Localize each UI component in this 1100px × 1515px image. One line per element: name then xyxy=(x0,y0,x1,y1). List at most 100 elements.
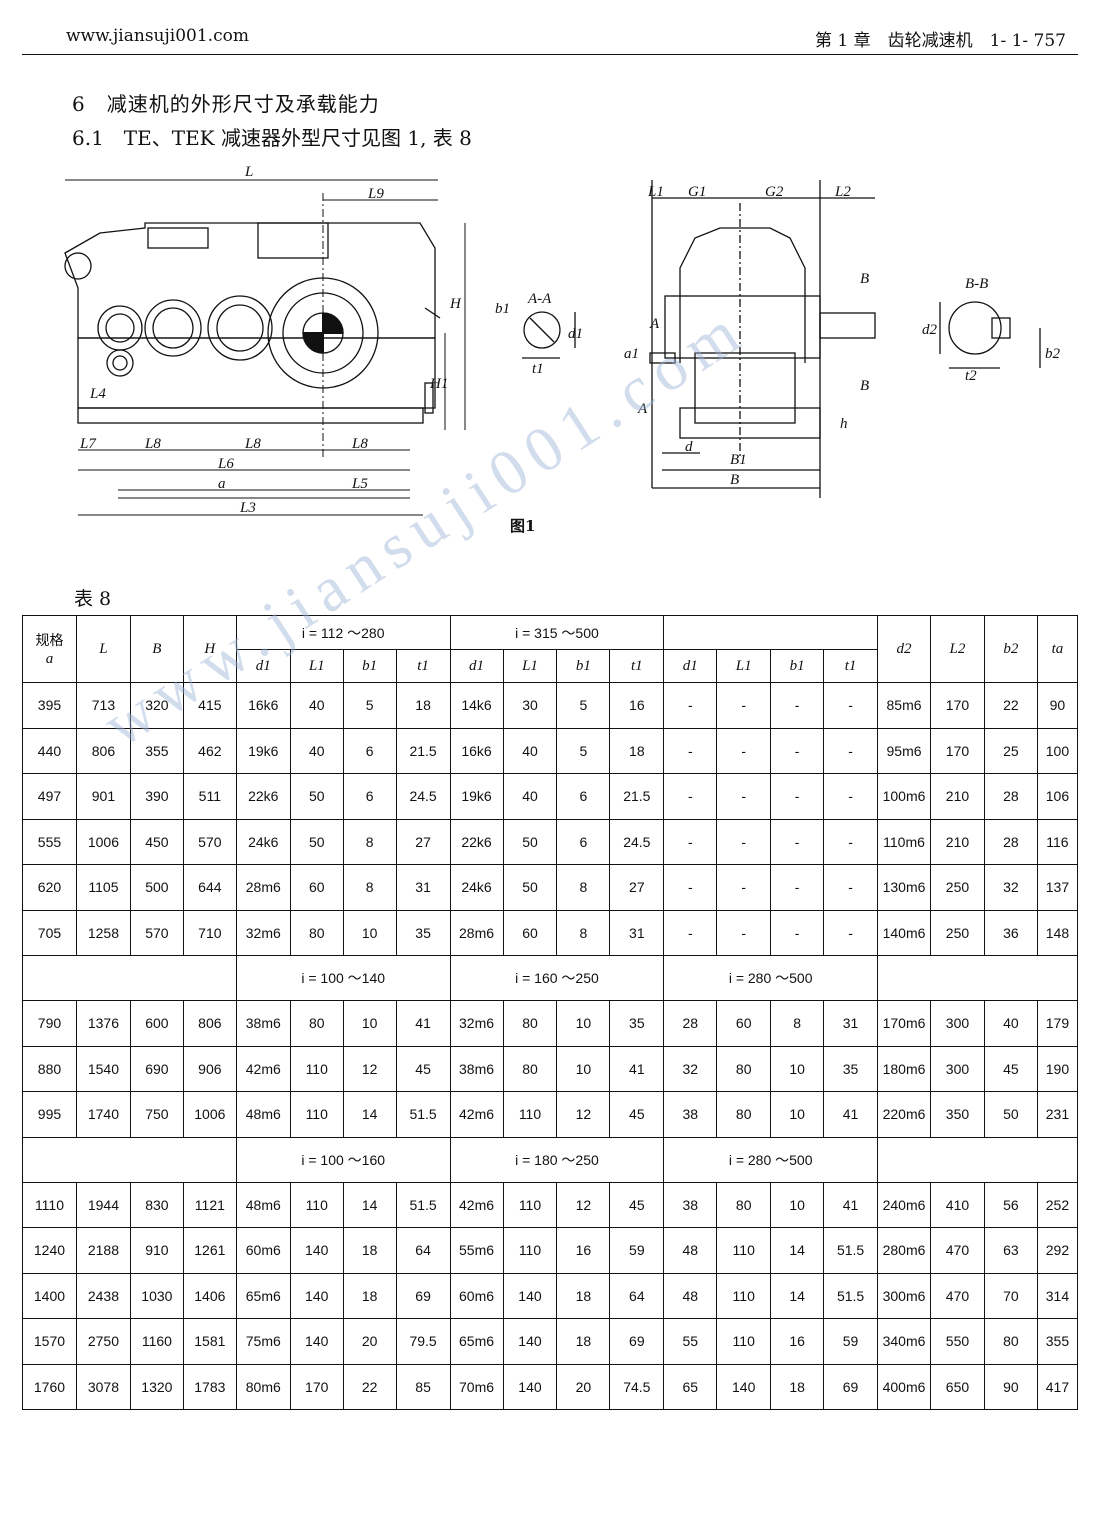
table-cell: 110 xyxy=(289,1091,344,1138)
table-cell: 60 xyxy=(716,1000,772,1047)
table-cell: 60m6 xyxy=(235,1227,291,1274)
table-cell: 14 xyxy=(770,1227,825,1274)
table-cell: 450 xyxy=(129,818,184,865)
table-cell: 30 xyxy=(502,682,558,729)
subheader-d1: d1 xyxy=(663,649,718,683)
table-cell: 85m6 xyxy=(877,682,931,729)
table-cell: 116 xyxy=(1036,818,1079,865)
side-view xyxy=(649,180,876,498)
table-cell: 300m6 xyxy=(877,1272,931,1319)
header-range2: i = 315 ～500 xyxy=(449,615,665,650)
table-cell: 705 xyxy=(22,909,77,956)
table-cell: 80 xyxy=(983,1318,1038,1365)
table-cell: 790 xyxy=(22,1000,77,1047)
table-cell: 901 xyxy=(75,773,131,820)
table-cell: 140 xyxy=(502,1318,558,1365)
table-cell: 400m6 xyxy=(877,1363,931,1410)
table-cell: 137 xyxy=(1036,864,1079,911)
dim-b2: b2 xyxy=(1045,346,1061,362)
table-cell: 5 xyxy=(556,682,611,729)
table-cell: 10 xyxy=(770,1091,825,1138)
figure-labels: L L9 H H1 L4 L7 L8 L8 L8 L6 a L5 L3 A-A … xyxy=(79,164,1061,516)
table-cell: 12 xyxy=(556,1181,611,1228)
table-cell: 14k6 xyxy=(449,682,504,729)
header-L: L xyxy=(75,615,131,683)
header-H: H xyxy=(182,615,237,683)
table-cell: 300 xyxy=(930,1000,985,1047)
table-cell: 50 xyxy=(502,818,558,865)
table-cell: 252 xyxy=(1036,1181,1079,1228)
table-cell: 40 xyxy=(289,682,344,729)
table-cell: 10 xyxy=(770,1181,825,1228)
table-cell: 90 xyxy=(1036,682,1079,729)
table-cell: 5 xyxy=(342,682,397,729)
label-BB: B-B xyxy=(965,276,988,292)
table-cell: 395 xyxy=(22,682,77,729)
front-view xyxy=(64,222,441,424)
table-cell: 24.5 xyxy=(609,818,665,865)
table-cell: 35 xyxy=(395,909,451,956)
table-cell: - xyxy=(716,727,772,774)
table-cell: 69 xyxy=(823,1363,879,1410)
table-cell: 240m6 xyxy=(877,1181,931,1228)
table-cell: 600 xyxy=(129,1000,184,1047)
table-cell: 65m6 xyxy=(235,1272,291,1319)
table-cell: 292 xyxy=(1036,1227,1079,1274)
table-cell: 906 xyxy=(182,1045,237,1092)
table-cell: 41 xyxy=(823,1091,879,1138)
dim-L6: L6 xyxy=(217,456,234,472)
table-cell: 1400 xyxy=(22,1272,77,1319)
table-cell: 60 xyxy=(502,909,558,956)
table-cell: 55m6 xyxy=(449,1227,504,1274)
dim-L8-c: L8 xyxy=(351,436,368,452)
table-cell: 1320 xyxy=(129,1363,184,1410)
table-cell: 170 xyxy=(289,1363,344,1410)
table-cell: 14 xyxy=(770,1272,825,1319)
table-cell: 70 xyxy=(983,1272,1038,1319)
table-cell: 19k6 xyxy=(449,773,504,820)
figure-caption: 图1 xyxy=(510,517,536,535)
table-cell: 470 xyxy=(930,1272,985,1319)
ratio-range-label: i = 100 ～160 xyxy=(235,1136,451,1183)
table-cell: 31 xyxy=(395,864,451,911)
table-cell: 10 xyxy=(342,909,397,956)
table-cell: 21.5 xyxy=(609,773,665,820)
table-cell: 2188 xyxy=(75,1227,131,1274)
table-cell: 85 xyxy=(395,1363,451,1410)
table-cell: 417 xyxy=(1036,1363,1079,1410)
table-cell: 110 xyxy=(716,1227,772,1274)
table-cell: 650 xyxy=(930,1363,985,1410)
dim-H: H xyxy=(449,296,462,312)
dim-a1: a1 xyxy=(624,346,639,362)
front-dimensions xyxy=(65,179,466,516)
table-cell: 56 xyxy=(983,1181,1038,1228)
table-cell: 1740 xyxy=(75,1091,131,1138)
table-cell: 40 xyxy=(502,727,558,774)
table-cell: 18 xyxy=(609,727,665,774)
dim-L: L xyxy=(244,164,253,180)
table-cell: 12 xyxy=(342,1045,397,1092)
table-cell: 41 xyxy=(609,1045,665,1092)
table-cell: 51.5 xyxy=(395,1181,451,1228)
table-cell: 110 xyxy=(502,1181,558,1228)
table-cell: 110m6 xyxy=(877,818,931,865)
subheader-t1: t1 xyxy=(609,649,665,683)
subheader-L1: L1 xyxy=(502,649,558,683)
table-cell: - xyxy=(663,682,718,729)
table-cell: 8 xyxy=(342,818,397,865)
table-cell: 8 xyxy=(770,1000,825,1047)
table-cell: 28 xyxy=(983,818,1038,865)
table-cell: 140 xyxy=(502,1363,558,1410)
